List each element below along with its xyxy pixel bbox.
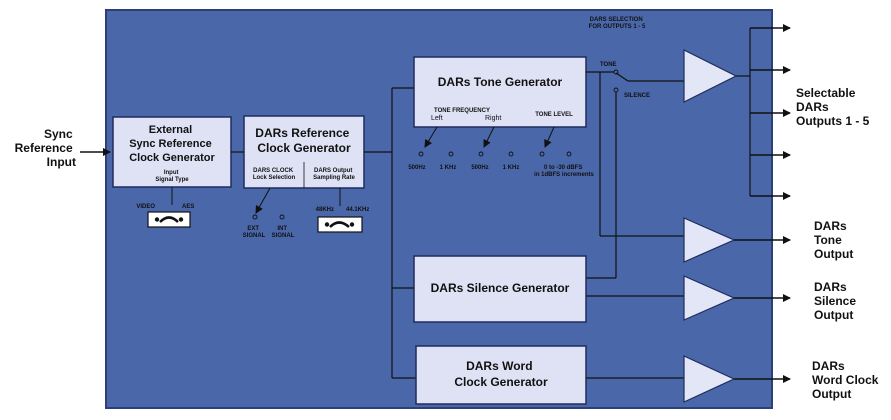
tone-level-label: TONE LEVEL [535,112,573,118]
signal-type-switch[interactable] [147,211,191,228]
word-clock-output-label: DARs Word Clock Output [812,359,882,401]
external-sync-title: External Sync Reference Clock Generator [129,124,215,164]
word-clock-title: DARs Word Clock Generator [454,359,548,389]
rate-48khz-label: 48KHz [316,207,334,213]
freq-1khz-right: 1 KHz [503,165,520,171]
tone-generator-title: DARs Tone Generator [438,75,563,89]
sync-reference-input-label: Sync Reference Input [15,127,76,169]
freq-500hz-left: 500Hz [408,165,425,171]
aes-label: AES [182,204,194,210]
video-label: VIDEO [136,204,155,210]
dars-output-rate-label: DARS Output Sampling Rate [313,168,355,181]
ext-signal-label: EXT SIGNAL [243,226,266,239]
rate-441khz-label: 44.1KHz [346,207,369,213]
tone-output-amp [683,217,736,263]
silence-generator-block [413,255,587,323]
freq-500hz-right: 500Hz [471,165,488,171]
word-clock-output-amp [683,355,736,403]
sampling-rate-switch[interactable] [317,216,363,233]
word-clock-block [415,345,587,405]
dars-selection-label: DARS SELECTION FOR OUTPUTS 1 - 5 [589,17,646,30]
selection-switch-arm[interactable] [615,72,629,82]
silence-position-label: SILENCE [624,93,650,99]
selectable-outputs-label: Selectable DARs Outputs 1 - 5 [796,86,870,128]
tone-left-label: Left [431,115,443,122]
input-signal-type-label: Input Signal Type [155,170,189,183]
external-sync-block [112,116,232,188]
silence-generator-title: DARs Silence Generator [431,281,570,295]
tone-generator-block [413,56,587,128]
silence-output-label: DARs Silence Output [814,280,859,322]
tone-position-label: TONE [600,62,617,68]
tone-output-label: DARs Tone Output [814,219,853,261]
tone-right-label: Right [485,115,501,122]
dars-clock-lock-label: DARS CLOCK Lock Selection [253,168,296,181]
dars-ref-clock-title: DARs Reference Clock Generator [255,126,352,155]
selectable-output-amp [683,49,738,103]
tone-level-range: 0 to -30 dBFS in 1dBFS increments [534,165,594,178]
silence-output-amp [683,275,736,321]
freq-1khz-left: 1 KHz [440,165,457,171]
int-signal-label: INT SIGNAL [272,226,295,239]
tone-frequency-label: TONE FREQUENCY [434,108,490,114]
